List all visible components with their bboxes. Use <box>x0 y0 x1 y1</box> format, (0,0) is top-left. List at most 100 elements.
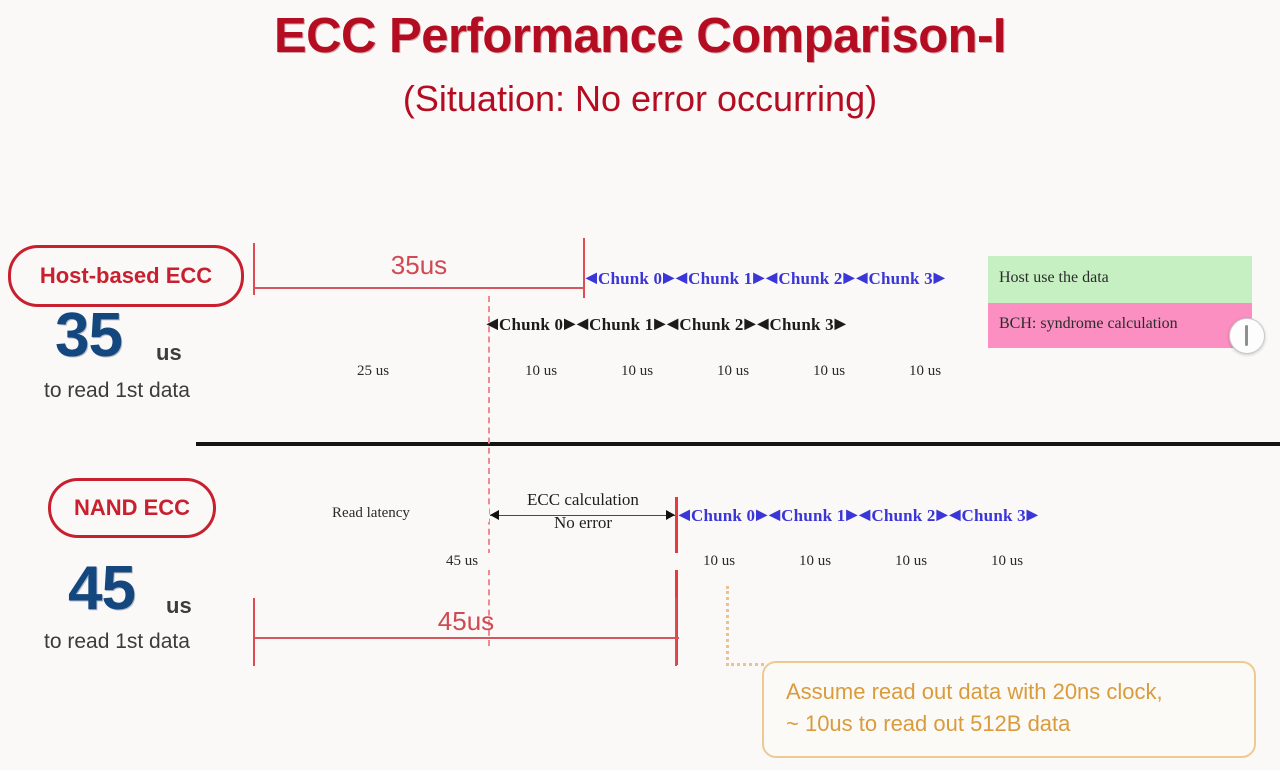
measure-segment: 10 us <box>877 363 973 384</box>
arrow-left-icon: ◀ <box>676 271 688 286</box>
host-bracket-horizontal <box>253 287 585 289</box>
page-title: ECC Performance Comparison-I <box>273 9 1007 63</box>
chunk-label: Chunk 2 <box>679 315 744 334</box>
arrow-right-icon: ▶ <box>846 508 858 523</box>
arrow-right-icon: ▶ <box>564 317 576 332</box>
arrow-right-icon: ▶ <box>933 271 945 286</box>
arrow-right-icon: ▶ <box>834 317 846 332</box>
arrow-right-icon: ▶ <box>663 271 675 286</box>
chunk-item: ◀Chunk 1▶ <box>676 269 764 289</box>
measure-label: 25 us <box>253 363 493 380</box>
section-divider <box>196 442 1280 446</box>
host-based-ecc-pill[interactable]: Host-based ECC <box>8 245 244 307</box>
note-leader-line-horizontal <box>726 663 764 666</box>
chunk-item: ◀Chunk 3▶ <box>857 269 945 289</box>
arrow-left-icon: ◀ <box>667 317 679 332</box>
ecc-calculation-line2: No error <box>553 512 613 532</box>
host-chunk-row-blue: ◀Chunk 0▶ ◀Chunk 1▶ ◀Chunk 2▶ ◀Chunk 3▶ <box>586 269 945 289</box>
note-leader-line <box>726 586 729 666</box>
host-chunk-row-black: ◀Chunk 0▶ ◀Chunk 1▶ ◀Chunk 2▶ ◀Chunk 3▶ <box>487 315 846 335</box>
measure-segment: 25 us <box>253 363 493 384</box>
chunk-item: ◀Chunk 0▶ <box>586 269 674 289</box>
chunk-label: Chunk 3 <box>868 269 933 288</box>
arrow-left-icon: ◀ <box>856 271 868 286</box>
cursor-bar <box>1245 325 1248 346</box>
measure-label: 10 us <box>767 553 863 570</box>
measure-segment: 10 us <box>685 363 781 384</box>
chunk-item: ◀Chunk 3▶ <box>950 506 1038 526</box>
ecc-calculation-line1: ECC calculation <box>527 490 639 509</box>
chunk-label: Chunk 1 <box>589 315 654 334</box>
arrow-left-icon: ◀ <box>766 271 778 286</box>
legend-item-host-use-data: Host use the data <box>988 256 1252 303</box>
chunk-item: ◀Chunk 2▶ <box>667 315 755 335</box>
nand-data-start-marker <box>675 497 678 665</box>
arrow-right-icon: ▶ <box>744 317 756 332</box>
arrow-left-icon: ◀ <box>757 317 769 332</box>
arrow-left-icon: ◀ <box>679 508 690 523</box>
host-latency-value: 35 <box>55 301 123 370</box>
chunk-label: Chunk 0 <box>498 315 564 334</box>
legend-box: Host use the data BCH: syndrome calculat… <box>988 256 1252 348</box>
host-bracket-right-tick <box>583 238 585 298</box>
arrow-right-icon: ▶ <box>756 508 768 523</box>
measure-bar <box>490 515 675 517</box>
arrow-left-icon: ◀ <box>487 317 498 332</box>
measure-segment: 10 us <box>589 363 685 384</box>
chunk-label: Chunk 1 <box>781 506 846 525</box>
nand-ecc-pill[interactable]: NAND ECC <box>48 478 216 538</box>
measure-segment: 10 us <box>863 553 959 574</box>
chunk-item: ◀Chunk 0▶ <box>679 506 767 526</box>
measure-segment: 10 us <box>767 553 863 574</box>
host-bracket-label: 35us <box>390 250 448 280</box>
chunk-label: Chunk 1 <box>688 269 753 288</box>
measure-label: 10 us <box>959 553 1055 570</box>
nand-chunk-row-blue: ◀Chunk 0▶ ◀Chunk 1▶ ◀Chunk 2▶ ◀Chunk 3▶ <box>679 506 1038 526</box>
arrow-right-icon: ▶ <box>753 271 765 286</box>
measure-label: Read latency <box>253 505 489 522</box>
arrow-right-icon: ▶ <box>936 508 948 523</box>
arrow-right-icon <box>666 510 675 520</box>
host-bracket-left-tick <box>253 243 255 295</box>
chunk-item: ◀Chunk 2▶ <box>859 506 947 526</box>
chunk-label: Chunk 0 <box>597 269 663 288</box>
assumption-note-line1: Assume read out data with 20ns clock, <box>786 679 1163 704</box>
measure-label: 10 us <box>671 553 767 570</box>
arrow-right-icon: ▶ <box>654 317 666 332</box>
assumption-note-box: Assume read out data with 20ns clock, ~ … <box>762 661 1256 758</box>
host-based-ecc-pill-label: Host-based ECC <box>39 263 213 288</box>
cursor-marker-icon <box>1229 318 1265 354</box>
nand-bracket-label: 45us <box>437 606 495 636</box>
chunk-label: Chunk 2 <box>871 506 936 525</box>
page-subtitle: (Situation: No error occurring) <box>402 78 878 119</box>
chunk-label: Chunk 0 <box>690 506 756 525</box>
legend-label: BCH: syndrome calculation <box>999 315 1178 332</box>
chunk-label: Chunk 3 <box>961 506 1026 525</box>
measure-segment: 10 us <box>493 363 589 384</box>
measure-segment <box>490 506 675 526</box>
measure-label: 10 us <box>685 363 781 380</box>
chunk-item: ◀Chunk 2▶ <box>766 269 854 289</box>
alignment-dashed-line <box>488 296 490 646</box>
nand-latency-value: 45 <box>68 554 136 623</box>
measure-segment: 10 us <box>671 553 767 574</box>
legend-label: Host use the data <box>999 269 1109 286</box>
measure-segment: 10 us <box>959 553 1055 574</box>
nand-ecc-pill-label: NAND ECC <box>73 495 191 520</box>
ecc-calculation-label: ECC calculation No error <box>498 489 668 535</box>
nand-latency-caption: to read 1st data <box>44 630 190 653</box>
chunk-label: Chunk 3 <box>769 315 834 334</box>
assumption-note-line2: ~ 10us to read out 512B data <box>786 710 1071 736</box>
legend-item-bch-syndrome: BCH: syndrome calculation <box>988 303 1252 348</box>
nand-bracket-horizontal <box>253 637 679 639</box>
nand-read-latency-measure: Read latency <box>253 505 489 526</box>
measure-label: 10 us <box>781 363 877 380</box>
host-latency-caption: to read 1st data <box>44 379 190 402</box>
arrow-left-icon <box>490 510 499 520</box>
arrow-left-icon: ◀ <box>949 508 961 523</box>
measure-label: 10 us <box>589 363 685 380</box>
host-latency-unit: us <box>156 340 182 365</box>
